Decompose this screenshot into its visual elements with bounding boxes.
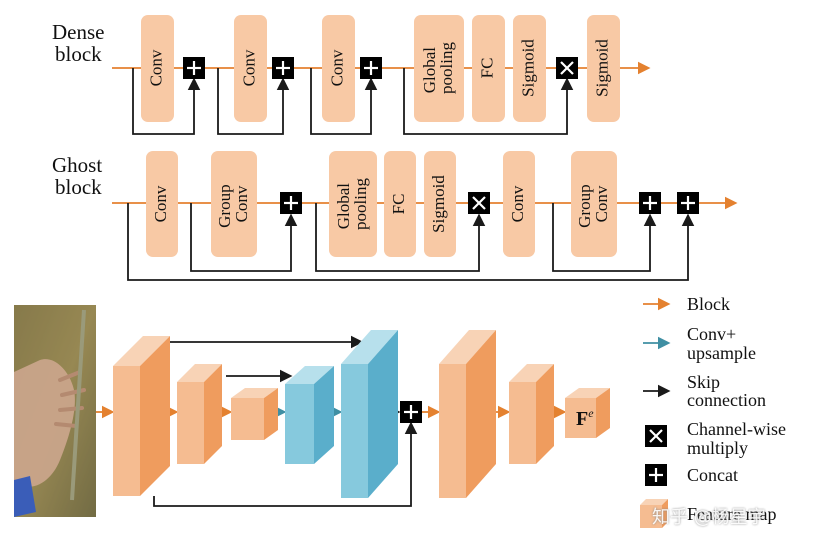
dense-block: Dense block Conv Conv Conv Global poolin… <box>52 15 651 135</box>
multiply-icon <box>468 192 490 214</box>
global-pooling-line2: pooling <box>351 178 370 230</box>
feature-label: Fe <box>576 406 594 430</box>
concat-icon <box>280 192 302 214</box>
legend-multiply-label-2: multiply <box>687 438 748 458</box>
dense-block-conv-3: Conv <box>322 15 355 122</box>
feature-map-2 <box>177 364 222 464</box>
legend-concat-label: Concat <box>687 465 738 485</box>
network-pipeline: Fe <box>14 305 610 517</box>
concat-icon <box>360 57 382 79</box>
dense-title-line1: Dense <box>52 20 104 44</box>
ghost-block-label: Group Conv <box>215 180 251 228</box>
ghost-skip-3 <box>552 203 657 272</box>
dense-block-label: Sigmoid <box>518 39 537 97</box>
legend-skip-label-1: Skip <box>687 372 720 392</box>
ghost-block: Ghost block Conv Group Conv Global pooli… <box>52 151 738 281</box>
group-conv-line2: Conv <box>232 185 251 222</box>
legend-upsample-label-1: Conv+ <box>687 324 736 344</box>
multiply-icon <box>556 57 578 79</box>
dense-title-line2: block <box>55 42 102 66</box>
global-pooling-line2: pooling <box>437 42 456 94</box>
ghost-block-fc: FC <box>384 151 416 257</box>
ghost-block-group-conv-2: Group Conv <box>571 151 617 257</box>
dense-block-label: Conv <box>239 49 258 86</box>
ghost-block-label: FC <box>389 194 408 215</box>
ghost-block-label: Group Conv <box>575 180 611 228</box>
ghost-title-line1: Ghost <box>52 153 102 177</box>
upsampled-map-1 <box>285 366 334 464</box>
legend-block-label: Block <box>687 294 730 314</box>
ghost-block-group-conv-1: Group Conv <box>211 151 257 257</box>
ghost-skip-2 <box>315 203 486 272</box>
ghost-block-label: Sigmoid <box>429 175 448 233</box>
feature-map-4 <box>439 330 496 498</box>
legend-concat-icon <box>645 464 667 486</box>
dense-block-global-pooling: Global pooling <box>414 15 464 122</box>
ghost-skip-outer <box>127 203 695 281</box>
concat-icon <box>677 192 699 214</box>
dense-block-sigmoid-2: Sigmoid <box>587 15 620 122</box>
dense-skip-3 <box>310 68 378 135</box>
ghost-title-line2: block <box>55 175 102 199</box>
global-pooling-line1: Global <box>334 183 353 230</box>
dense-block-label: Sigmoid <box>592 39 611 97</box>
global-pooling-line1: Global <box>420 47 439 94</box>
group-conv-line1: Group <box>215 184 234 227</box>
dense-block-label: Global pooling <box>420 42 456 94</box>
concat-icon <box>400 401 422 423</box>
ghost-block-sigmoid: Sigmoid <box>424 151 456 257</box>
feature-label-main: F <box>576 408 588 430</box>
dense-block-label: Conv <box>146 49 165 86</box>
feature-map-3 <box>231 388 278 440</box>
input-image <box>14 305 96 517</box>
legend-multiply-label-1: Channel-wise <box>687 419 786 439</box>
dense-skip-2 <box>217 68 290 135</box>
concat-icon <box>272 57 294 79</box>
ghost-block-conv-2: Conv <box>503 151 535 257</box>
ghost-block-label: Conv <box>508 185 527 222</box>
dense-block-fc: FC <box>472 15 505 122</box>
legend-feature-map-icon <box>640 499 668 528</box>
ghost-block-global-pooling: Global pooling <box>329 151 377 257</box>
ghost-block-label: Global pooling <box>334 178 370 230</box>
feature-map-1 <box>113 336 170 496</box>
legend-multiply-icon <box>645 425 667 447</box>
ghost-block-conv-1: Conv <box>146 151 178 257</box>
ghost-skip-1 <box>190 203 298 272</box>
dense-skip-1 <box>132 68 201 135</box>
output-feature-map: Fe <box>565 388 610 438</box>
ghost-block-label: Conv <box>151 185 170 222</box>
group-conv-line2: Conv <box>592 185 611 222</box>
legend: Block Conv+ upsample Skip connection Cha… <box>640 294 786 528</box>
legend-upsample-label-2: upsample <box>687 343 756 363</box>
legend-skip-label-2: connection <box>687 390 766 410</box>
dense-block-label: FC <box>477 58 496 79</box>
concat-icon <box>639 192 661 214</box>
concat-icon <box>183 57 205 79</box>
dense-block-sigmoid-1: Sigmoid <box>513 15 546 122</box>
watermark: 知乎 @杨星宇 <box>652 507 766 528</box>
skip-arrow-bottom <box>153 421 418 507</box>
dense-skip-4 <box>403 68 574 135</box>
feature-label-sup: e <box>588 406 594 420</box>
group-conv-line1: Group <box>575 184 594 227</box>
legend-feature-map-label: Feature map <box>687 504 776 524</box>
dense-block-conv-2: Conv <box>234 15 267 122</box>
dense-block-label: Conv <box>327 49 346 86</box>
upsampled-map-2 <box>341 330 398 498</box>
dense-block-conv-1: Conv <box>141 15 174 122</box>
feature-map-5 <box>509 364 554 464</box>
